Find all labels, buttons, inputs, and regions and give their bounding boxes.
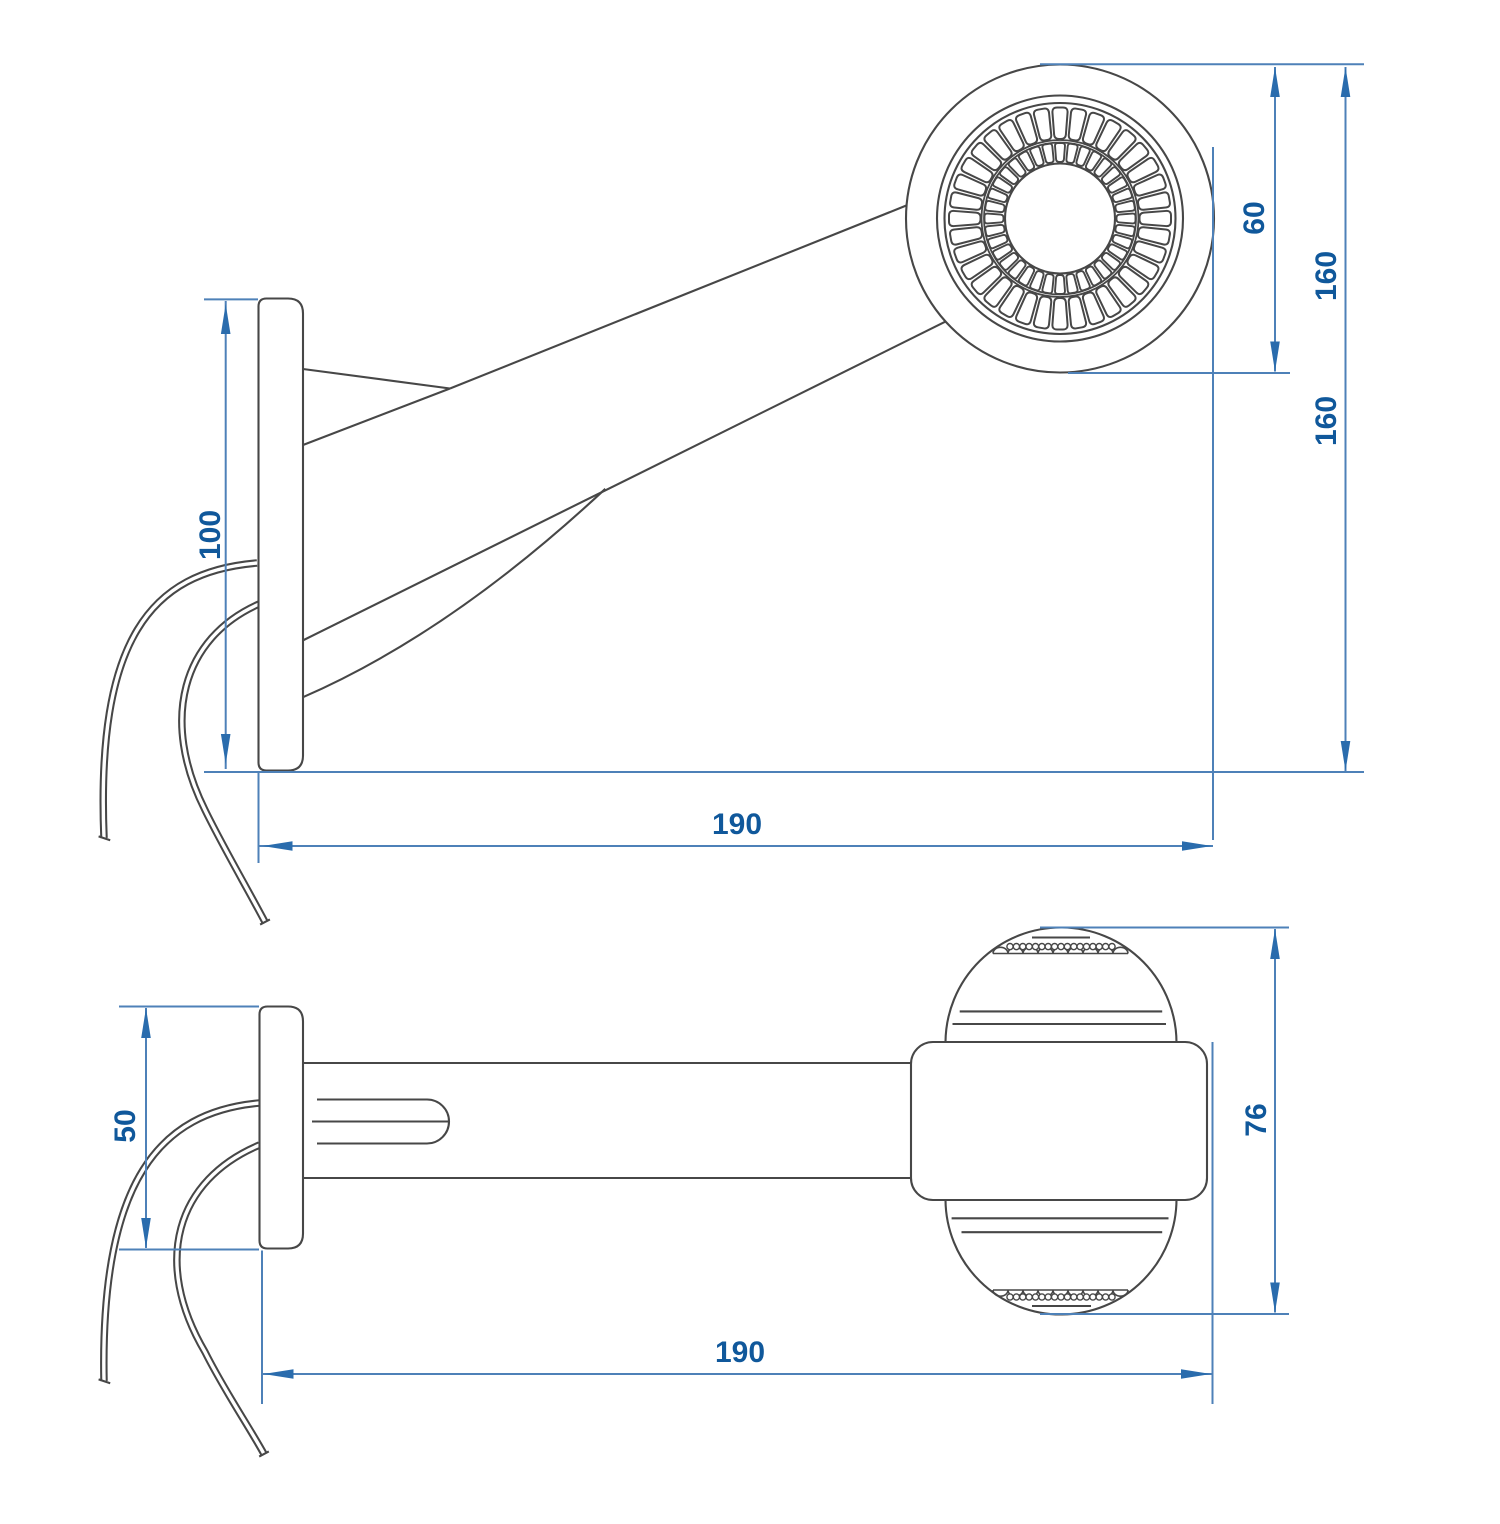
- svg-text:160: 160: [1310, 396, 1343, 446]
- svg-text:190: 190: [715, 1336, 765, 1369]
- svg-text:100: 100: [194, 510, 227, 560]
- svg-text:60: 60: [1238, 201, 1271, 234]
- svg-text:50: 50: [109, 1109, 142, 1142]
- svg-text:76: 76: [1240, 1103, 1273, 1136]
- svg-text:160: 160: [1310, 251, 1343, 301]
- svg-text:190: 190: [712, 808, 762, 841]
